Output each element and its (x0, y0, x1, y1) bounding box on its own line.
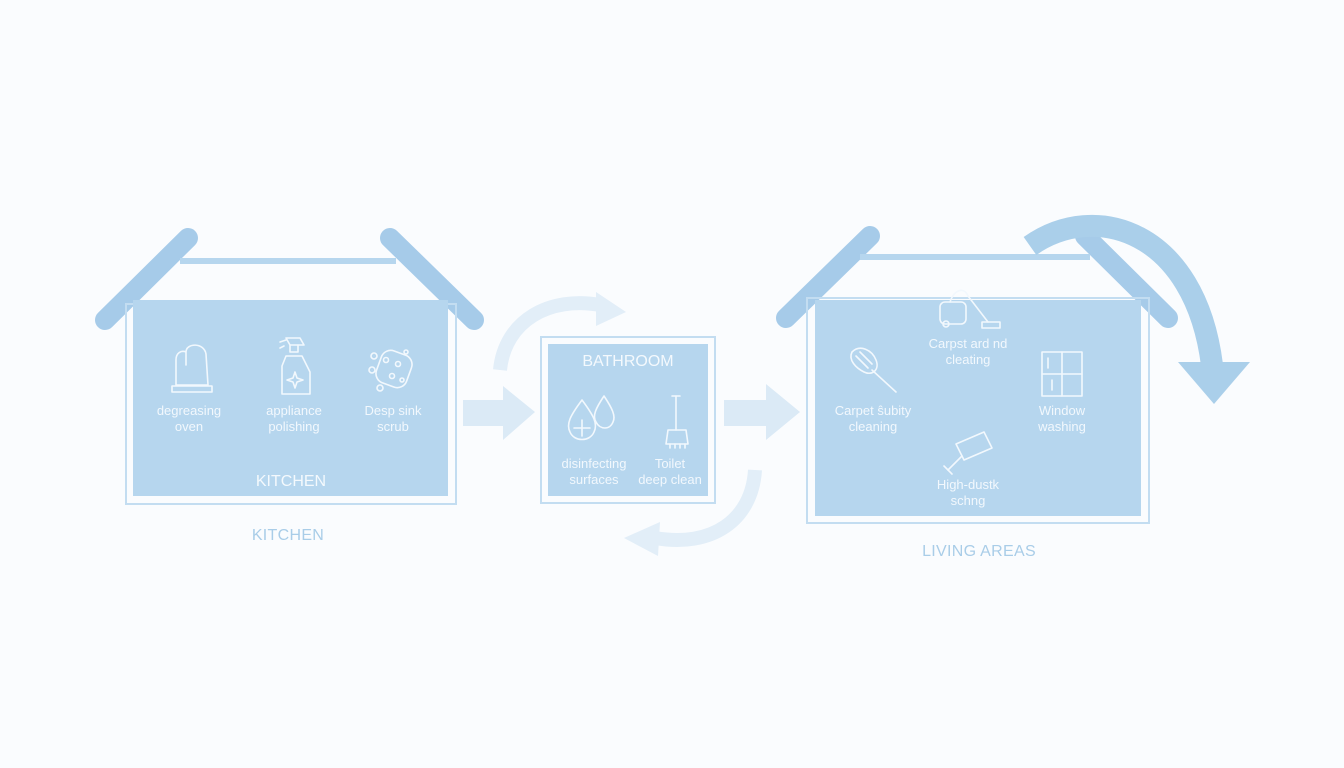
living-panel (815, 300, 1141, 516)
kitchen-roof-left (95, 228, 198, 330)
kitchen-roof-bar (180, 258, 396, 264)
big-curve-arrow-head (1178, 362, 1250, 404)
living-roof-right (1075, 226, 1178, 328)
arrow-kitchen-to-bathroom (463, 386, 535, 440)
toilet-brush-icon (665, 395, 689, 449)
kitchen-panel (133, 300, 448, 496)
living-outline (806, 297, 1150, 524)
living-roof-left (776, 226, 880, 328)
living-caption: LIVING AREAS (922, 543, 1036, 560)
kitchen-title: KITCHEN (255, 473, 327, 490)
kitchen-task-label-2: appliance polishing (266, 403, 322, 434)
cycle-arrow-top (493, 296, 602, 372)
window-icon (1041, 351, 1083, 397)
water-drops-icon (567, 395, 615, 441)
living-task-label-1: Carpst ard nd cleating (928, 336, 1008, 367)
living-task-label-3: Window washing (1038, 403, 1086, 434)
big-curve-arrow (1023, 214, 1223, 367)
oven-mitt-icon (171, 344, 213, 393)
kitchen-caption: KITCHEN (251, 527, 325, 544)
bathroom-task-label-1: disinfecting surfaces (561, 456, 627, 487)
sponge-icon (368, 349, 413, 392)
bathroom-box (540, 336, 716, 504)
bathroom-task-label-2: Toilet deep clean (638, 456, 702, 487)
kitchen-task-label-1: degreasing oven (156, 403, 222, 434)
kitchen-task-label-3: Desp sink scrub (364, 403, 422, 434)
cycle-arrow-top-head (596, 292, 626, 326)
bathroom-outline (540, 336, 716, 504)
kitchen-house (95, 228, 484, 505)
vacuum-icon (939, 289, 1001, 329)
cycle-arrow-bottom (653, 469, 762, 547)
squeegee-icon (943, 431, 993, 475)
bathroom-panel (548, 344, 708, 496)
living-task-label-4: High-dustk schng (936, 477, 1000, 508)
living-roof-bar (860, 254, 1090, 260)
arrow-bathroom-to-living (724, 384, 800, 440)
duster-icon (850, 347, 897, 393)
bathroom-title: BATHROOM (582, 353, 674, 370)
living-house (776, 226, 1178, 524)
kitchen-roof-right (380, 228, 484, 330)
living-task-label-2: Carpet ŝubity cleaning (834, 403, 912, 434)
cycle-arrow-bottom-head (624, 522, 660, 556)
spray-bottle-icon (279, 337, 311, 395)
